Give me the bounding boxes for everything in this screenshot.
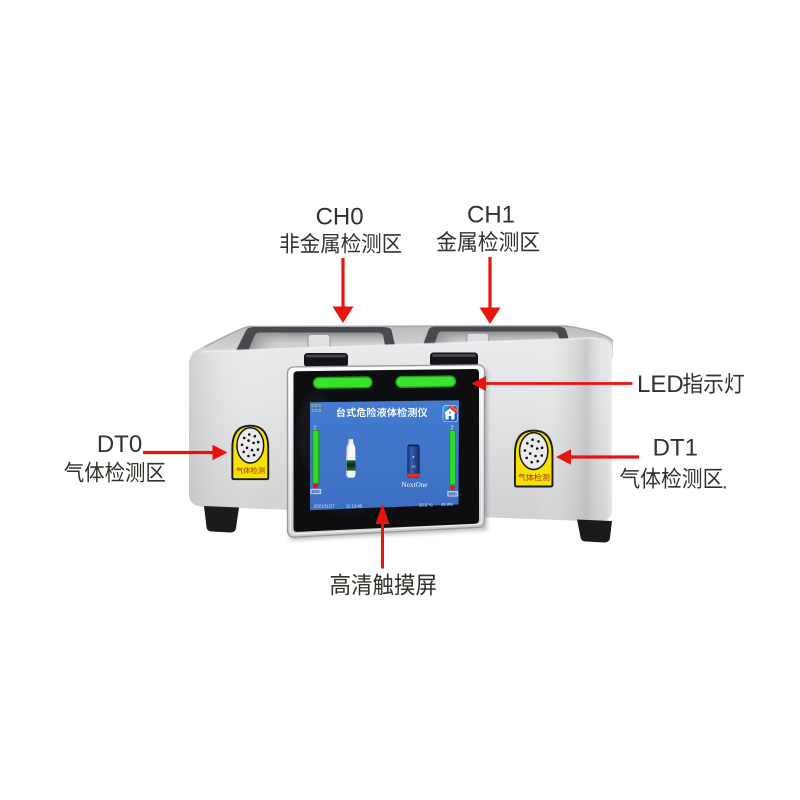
svg-text:CH:1: CH:1 <box>312 403 322 408</box>
svg-text:DT1: DT1 <box>449 492 456 496</box>
svg-text:11:12:45: 11:12:45 <box>346 503 363 508</box>
svg-text:CH0: CH0 <box>316 204 364 231</box>
svg-text:NextOne: NextOne <box>402 481 428 489</box>
svg-text:DT0: DT0 <box>97 431 142 458</box>
svg-text:2: 2 <box>313 425 316 431</box>
svg-text:.: . <box>722 472 728 494</box>
svg-text:CH:0: CH:0 <box>312 408 322 413</box>
svg-text:CH1: CH1 <box>467 202 515 229</box>
svg-text:NG: NG <box>411 465 415 469</box>
svg-text:25.5 °C: 25.5 °C <box>419 502 433 507</box>
svg-text:2: 2 <box>451 425 454 431</box>
svg-text:2021/11/27: 2021/11/27 <box>314 503 335 508</box>
svg-text:DT1: DT1 <box>653 435 698 462</box>
svg-text:LED: LED <box>637 371 684 398</box>
svg-text:45.0%: 45.0% <box>441 502 453 507</box>
svg-text:DT0: DT0 <box>312 490 319 494</box>
